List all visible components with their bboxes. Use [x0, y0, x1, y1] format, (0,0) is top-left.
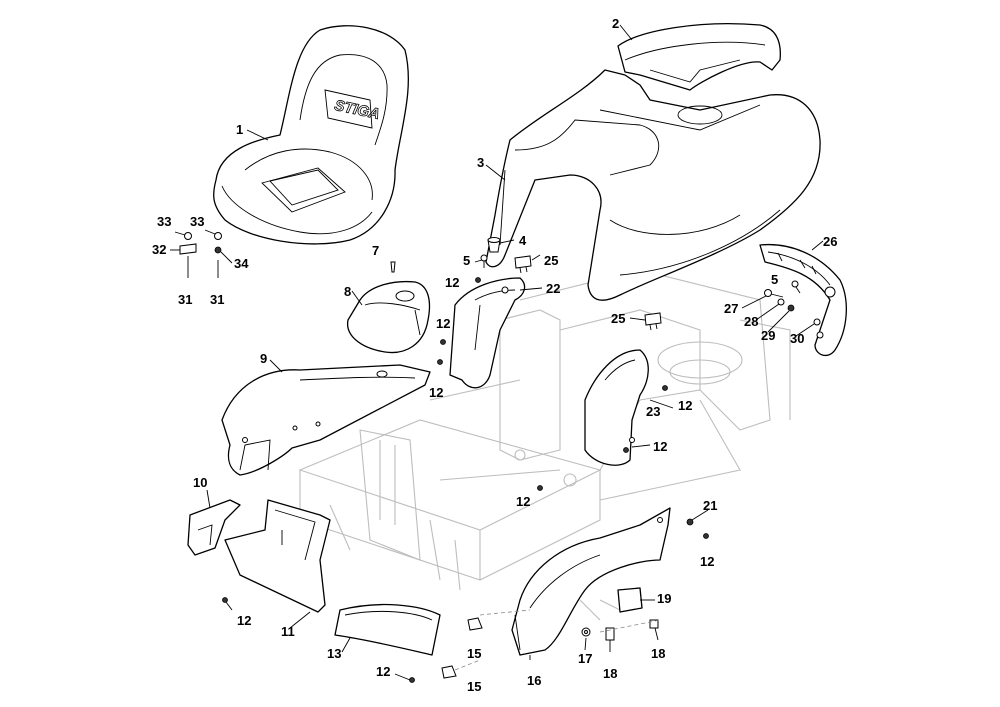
screw-30[interactable]: [813, 318, 821, 326]
side-trim[interactable]: [334, 603, 441, 656]
callout-1: 1: [236, 122, 243, 137]
callout-11: 11: [281, 624, 295, 639]
callout-27: 27: [724, 301, 738, 316]
callout-3: 3: [477, 155, 484, 170]
washer-28[interactable]: [777, 298, 785, 306]
hardware-group-left[interactable]: [179, 232, 222, 279]
callout-19: 19: [657, 591, 671, 606]
callout-34: 34: [234, 256, 249, 271]
callout-12-c: 12: [429, 385, 443, 400]
callout-12-a: 12: [445, 275, 459, 290]
front-bumper[interactable]: [759, 243, 847, 357]
clip-25-upper[interactable]: [514, 255, 532, 274]
bolt-18-right[interactable]: [649, 619, 659, 641]
callout-12-g: 12: [700, 554, 714, 569]
nut-29[interactable]: [787, 304, 795, 312]
chassis-frame: [298, 269, 791, 621]
callout-32: 32: [152, 242, 166, 257]
fuel-tank[interactable]: [347, 280, 431, 354]
callout-15-a: 15: [467, 646, 481, 661]
bracket-10[interactable]: [187, 499, 241, 556]
hood[interactable]: [485, 69, 821, 301]
callout-2: 2: [612, 16, 619, 31]
right-panel[interactable]: [584, 349, 649, 466]
callout-33-right: 33: [190, 214, 204, 229]
clip-15-lower[interactable]: [441, 665, 457, 679]
seat[interactable]: STIGA: [213, 25, 410, 245]
right-rear-fender[interactable]: [511, 507, 671, 656]
callout-16: 16: [527, 673, 541, 688]
callout-29: 29: [761, 328, 775, 343]
washer-33-left[interactable]: [184, 232, 192, 240]
callout-5-left: 5: [463, 253, 470, 268]
callout-23: 23: [646, 404, 660, 419]
callout-26: 26: [823, 234, 837, 249]
footrest-panel[interactable]: [224, 499, 331, 613]
callout-18-left: 18: [603, 666, 617, 681]
screws-12[interactable]: [222, 277, 709, 683]
washer-17[interactable]: [581, 627, 591, 637]
callout-12-d: 12: [678, 398, 692, 413]
callout-12-h: 12: [237, 613, 251, 628]
callout-28: 28: [744, 314, 758, 329]
callout-5-right: 5: [771, 272, 778, 287]
nut-34[interactable]: [214, 246, 222, 254]
callout-10: 10: [193, 475, 207, 490]
callout-9: 9: [260, 351, 267, 366]
screw-5-right[interactable]: [791, 280, 801, 294]
clip-15-upper[interactable]: [467, 617, 483, 631]
dash-panel[interactable]: [449, 277, 526, 389]
callout-17: 17: [578, 651, 592, 666]
bracket-19[interactable]: [617, 587, 643, 613]
assembly-lines: [454, 609, 661, 671]
nut-21[interactable]: [686, 518, 694, 526]
callout-labels: 1 2 3 4 5 5 7 8 9 10 11 12 12 12 12 12 1…: [152, 16, 837, 694]
callout-4: 4: [519, 233, 527, 248]
left-rear-fender[interactable]: [221, 364, 431, 476]
callout-33-left: 33: [157, 214, 171, 229]
callout-12-i: 12: [376, 664, 390, 679]
callout-31-right: 31: [210, 292, 224, 307]
console-cover[interactable]: [617, 23, 781, 91]
hood-knob[interactable]: [487, 237, 501, 253]
callout-12-f: 12: [516, 494, 530, 509]
callout-18-right: 18: [651, 646, 665, 661]
callout-21: 21: [703, 498, 717, 513]
bracket-32[interactable]: [179, 243, 197, 255]
washer-33-right[interactable]: [214, 232, 222, 240]
leader-lines: [170, 24, 824, 681]
bolt-27[interactable]: [764, 289, 784, 298]
screw-5-left[interactable]: [480, 254, 488, 268]
callout-30: 30: [790, 331, 804, 346]
callout-8: 8: [344, 284, 351, 299]
bolt-18-left[interactable]: [605, 627, 615, 652]
callout-25-lower: 25: [611, 311, 625, 326]
callout-12-e: 12: [653, 439, 667, 454]
callout-13: 13: [327, 646, 341, 661]
callout-22: 22: [546, 281, 560, 296]
callout-15-b: 15: [467, 679, 481, 694]
callout-7: 7: [372, 243, 379, 258]
screw-7[interactable]: [390, 261, 396, 273]
callout-25-upper: 25: [544, 253, 558, 268]
clip-25-lower[interactable]: [644, 312, 662, 331]
callout-31-left: 31: [178, 292, 192, 307]
callout-12-b: 12: [436, 316, 450, 331]
